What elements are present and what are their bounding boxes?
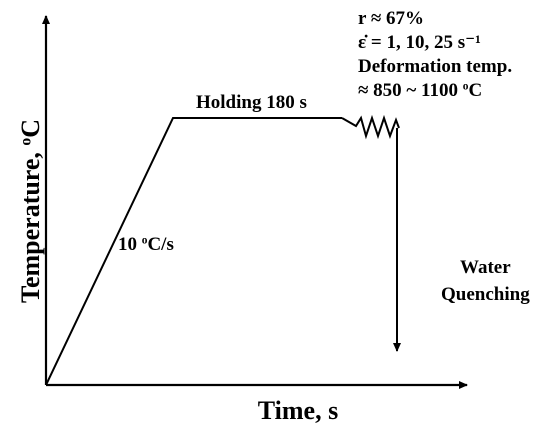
deformation-conditions: r ≈ 67% ε̇ = 1, 10, 25 s⁻¹ Deformation t… bbox=[358, 7, 512, 103]
deformation-zigzag bbox=[341, 114, 400, 140]
heating-rate-value: 10 bbox=[118, 234, 142, 255]
y-axis-unit: C bbox=[16, 119, 45, 138]
temp-range-label: ≈ 850 ~ 1100 oC bbox=[358, 79, 512, 103]
deformation-temp-label: Deformation temp. bbox=[358, 56, 513, 77]
y-axis-title-text: Temperature, bbox=[16, 145, 45, 303]
x-axis-title: Time, s bbox=[257, 396, 339, 425]
temp-range-degree-sup: o bbox=[462, 80, 469, 93]
water-quenching-line1: Water bbox=[460, 257, 511, 278]
water-quenching-line2: Quenching bbox=[441, 284, 530, 305]
y-axis-title: Temperature, oC bbox=[16, 119, 45, 303]
strain-rate-label: ε̇ = 1, 10, 25 s⁻¹ bbox=[358, 32, 481, 53]
heating-rate-degree-sup: o bbox=[141, 234, 148, 247]
heating-rate-label: 10 oC/s bbox=[118, 235, 174, 254]
strain-label: r ≈ 67% bbox=[358, 8, 425, 29]
temp-range-text: ≈ 850 ~ 1100 bbox=[358, 80, 463, 101]
water-quenching-label: Water Quenching bbox=[441, 254, 530, 308]
temp-range-unit: C bbox=[468, 80, 483, 101]
heating-and-holding-profile bbox=[45, 117, 342, 386]
holding-label: Holding 180 s bbox=[196, 92, 307, 113]
heating-rate-unit: C/s bbox=[147, 234, 174, 255]
y-axis-degree-sup: o bbox=[17, 137, 35, 146]
